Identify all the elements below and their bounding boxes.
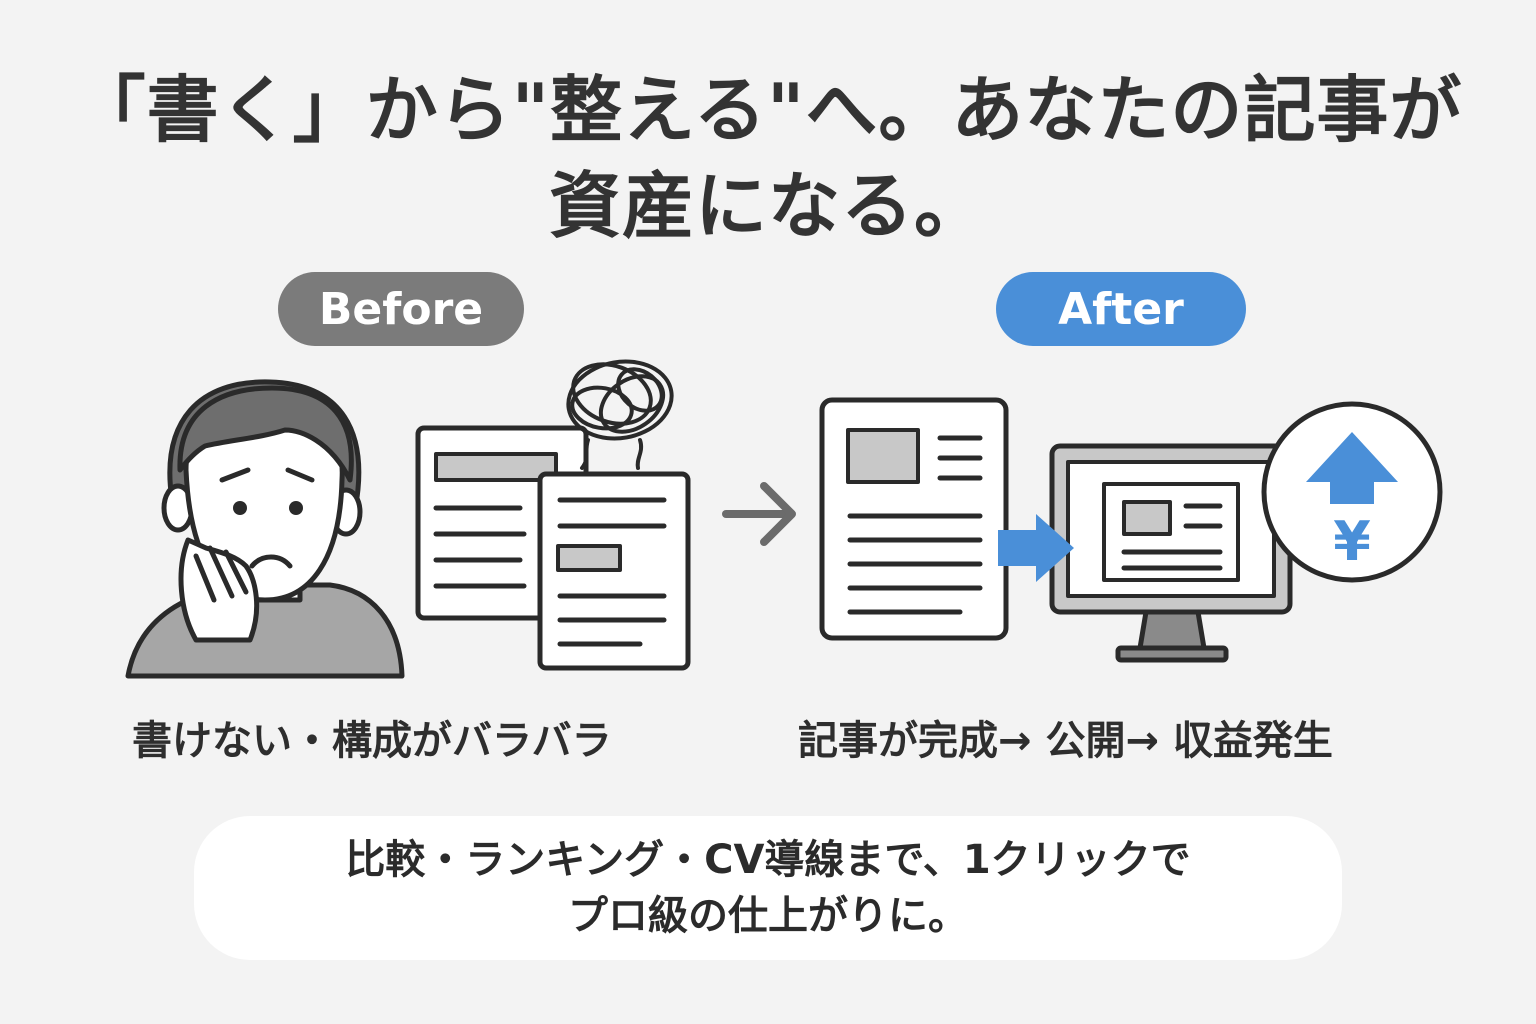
page-title: 「書く」から"整える"へ。あなたの記事が 資産になる。 xyxy=(0,62,1536,254)
monitor-icon xyxy=(1049,443,1293,663)
article-document-icon xyxy=(819,397,1009,641)
revenue-up-icon: ¥ xyxy=(1261,401,1443,583)
currency-symbol: ¥ xyxy=(1333,510,1371,573)
before-badge: Before xyxy=(278,272,524,346)
arrow-right-icon xyxy=(722,482,796,546)
after-caption: 記事が完成→ 公開→ 収益発生 xyxy=(798,718,1333,764)
title-line-1: 「書く」から"整える"へ。あなたの記事が xyxy=(73,68,1463,152)
summary-line-1: 比較・ランキング・CV導線まで、1クリックで xyxy=(345,837,1191,883)
summary-box: 比較・ランキング・CV導線まで、1クリックで プロ級の仕上がりに。 xyxy=(194,816,1342,960)
title-line-2: 資産になる。 xyxy=(548,164,987,248)
after-badge: After xyxy=(996,272,1246,346)
worried-person-icon xyxy=(125,379,405,679)
summary-line-2: プロ級の仕上がりに。 xyxy=(568,893,968,939)
publish-arrow-icon xyxy=(998,514,1074,582)
before-caption: 書けない・構成がバラバラ xyxy=(132,718,612,764)
messy-documents-icon xyxy=(415,425,691,671)
tangle-icon xyxy=(566,359,674,470)
